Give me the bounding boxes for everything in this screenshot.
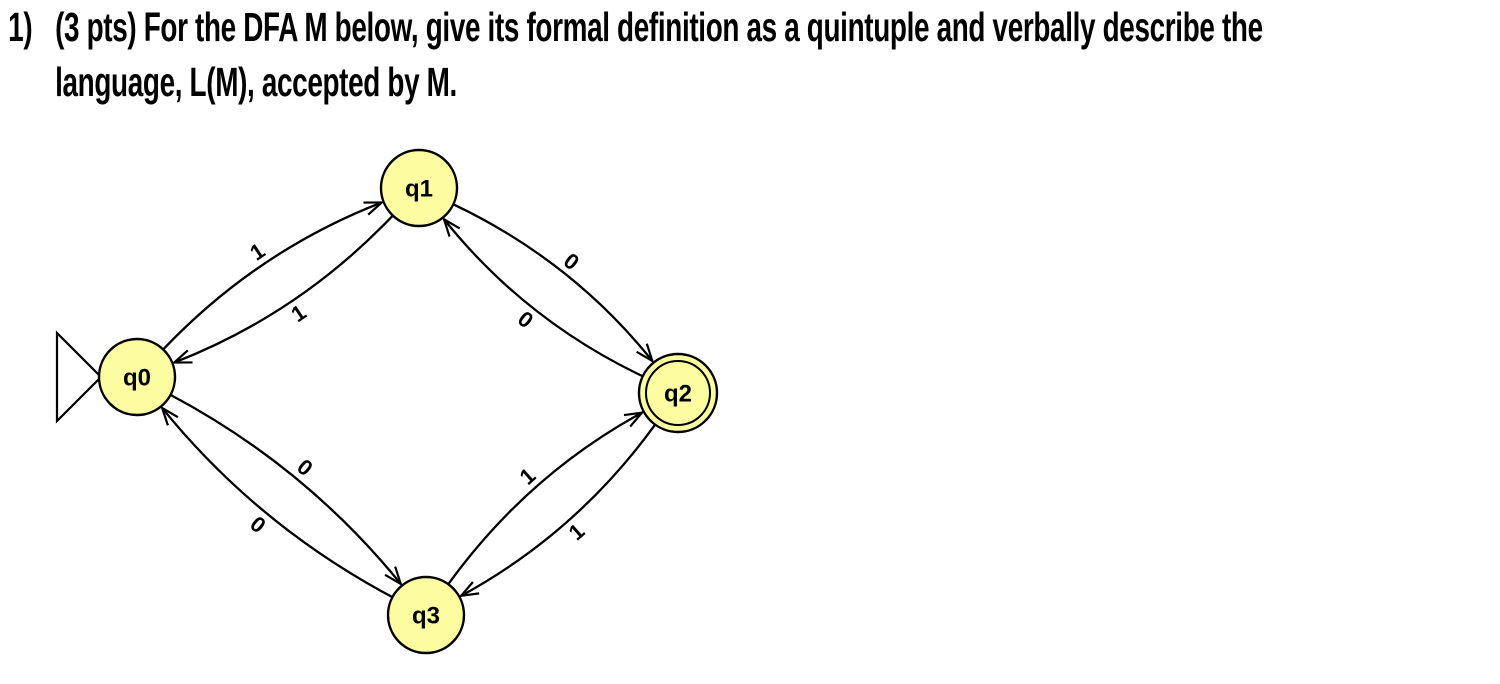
state-q3-circle [386, 575, 466, 655]
state-q1-circle [379, 148, 459, 228]
state-q3-label: q3 [412, 603, 440, 630]
state-q2-label: q2 [664, 381, 692, 408]
transition-q0-q1 [162, 201, 385, 351]
state-q2-accepting-ring [645, 360, 711, 426]
question-line-2: language, L(M), accepted by M. [55, 59, 457, 105]
state-q0-circle [97, 337, 177, 417]
transition-q2-q1 [442, 216, 644, 378]
transition-q3-q2 [447, 411, 645, 585]
transition-q2-q3 [458, 423, 657, 598]
initial-state-marker [55, 330, 103, 424]
transition-label-q2-q3: 1 [564, 518, 590, 545]
question-line-1: (3 pts) For the DFA M below, give its fo… [55, 4, 1263, 50]
state-q0-label: q0 [123, 365, 151, 392]
transition-label-q0-q3: 0 [292, 454, 317, 481]
question-number: 1) [8, 4, 33, 50]
question-line-1-row: 1) (3 pts) For the DFA M below, give its … [0, 0, 1263, 55]
transition-q1-q2 [452, 203, 655, 364]
state-q1-label: q1 [405, 176, 433, 203]
question-text: 1) (3 pts) For the DFA M below, give its … [0, 0, 1263, 110]
state-q2-circle [637, 352, 719, 434]
transition-q0-q3 [170, 393, 403, 587]
transition-q1-q0 [171, 214, 394, 364]
transition-label-q2-q1: 0 [513, 306, 538, 333]
transition-q3-q0 [160, 405, 393, 599]
transition-label-q3-q0: 0 [245, 511, 270, 538]
transition-label-q1-q0: 1 [287, 299, 311, 327]
